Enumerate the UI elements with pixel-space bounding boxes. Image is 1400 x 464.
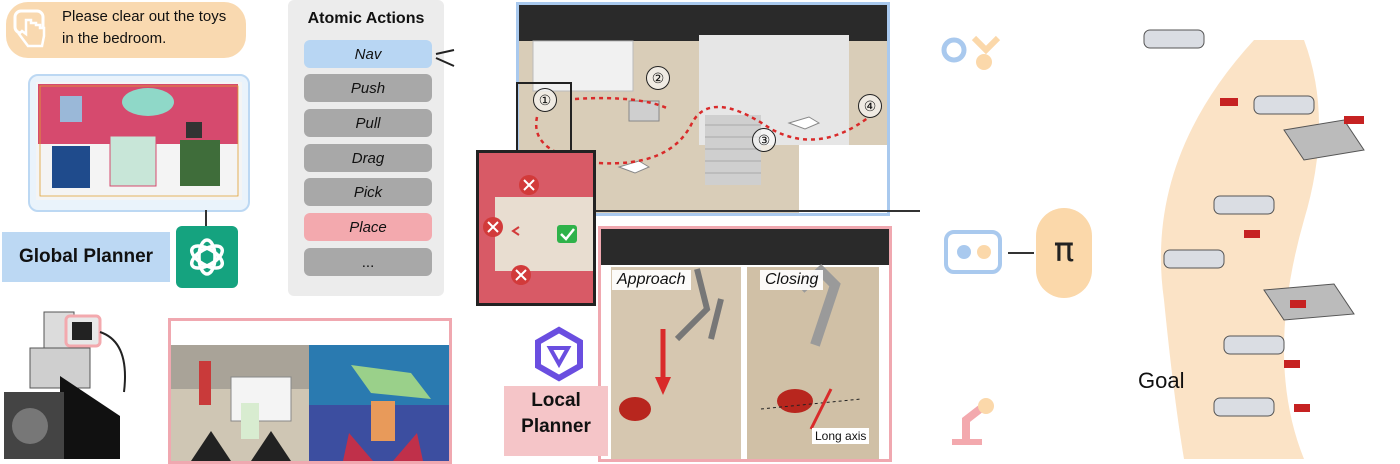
- local-planner-line2: Planner: [504, 414, 608, 440]
- robot-arm-image: [0, 296, 140, 459]
- chatgpt-logo-icon: [176, 226, 238, 288]
- waypoint-3: ③: [752, 128, 776, 152]
- closing-label: Closing: [760, 270, 823, 290]
- local-planner-line1: Local: [504, 388, 608, 414]
- instruction-text: Please clear out the toys in the bedroom…: [62, 6, 242, 50]
- waypoint-4: ④: [858, 94, 882, 118]
- qwen-logo-icon: [528, 322, 590, 384]
- nav-arrows: [434, 40, 460, 76]
- point-cloud-scene: [28, 74, 250, 212]
- fine-control-panel: [598, 226, 892, 462]
- tap-hand-icon: [12, 8, 50, 48]
- atomic-actions-title: Atomic Actions: [288, 10, 444, 28]
- approach-label: Approach: [612, 270, 691, 290]
- long-axis-label: Long axis: [812, 428, 869, 444]
- connector-line: [205, 210, 207, 226]
- point-cloud-image: [30, 76, 248, 210]
- goal-label: Goal: [1138, 368, 1184, 394]
- waypoint-2: ②: [646, 66, 670, 90]
- action-place: Place: [304, 213, 432, 241]
- action-pull: Pull: [304, 109, 432, 137]
- connector-line-right: [590, 210, 920, 212]
- waypoint-1: ①: [533, 88, 557, 112]
- global-planner-label: Global Planner: [2, 232, 170, 282]
- manipulation-skill-icon: [942, 392, 1004, 448]
- action-push: Push: [304, 74, 432, 102]
- policy-arrow: [1008, 252, 1034, 254]
- action-drag: Drag: [304, 144, 432, 172]
- policy-symbol: π: [1036, 230, 1092, 270]
- action-nav: Nav: [304, 40, 432, 68]
- grasp-depth-panel: [168, 318, 452, 464]
- action-more: ...: [304, 248, 432, 276]
- perception-skill-icon: [944, 230, 1002, 274]
- local-planner-label: Local Planner: [504, 388, 608, 440]
- navigation-skill-icon: [938, 28, 1002, 78]
- zoom-inset: [476, 150, 596, 306]
- action-pick: Pick: [304, 178, 432, 206]
